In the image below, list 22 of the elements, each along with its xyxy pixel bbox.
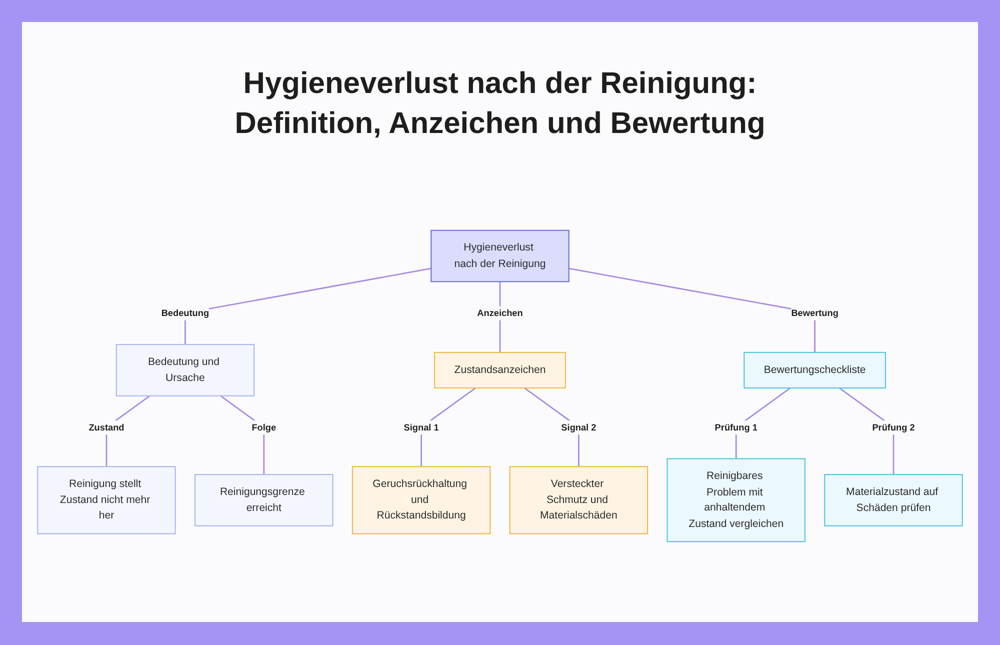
node-box: Bedeutung und Ursache <box>116 344 255 396</box>
edge-label: Bedeutung <box>161 308 210 318</box>
node-box: Versteckter Schmutz und Materialschäden <box>509 466 648 534</box>
node-box: Hygieneverlust nach der Reinigung <box>430 230 570 282</box>
node-box: Bewertungscheckliste <box>744 352 886 388</box>
diagram-title: Hygieneverlust nach der Reinigung: Definition, Anzeichen und Bewertung <box>234 66 766 142</box>
edge-label: Zustand <box>88 422 124 432</box>
edge-label: Folge <box>252 422 276 432</box>
edge-label: Prüfung 2 <box>872 422 915 432</box>
node-box: Geruchsrückhaltung und Rückstandsbildung <box>352 466 491 534</box>
node-box: Reinigungsgrenze erreicht <box>194 474 334 526</box>
connector <box>184 268 432 345</box>
node-box: Reinigbares Problem mit anhaltendem Zustand vergleichen <box>666 458 806 542</box>
node-box: Materialzustand auf Schäden prüfen <box>824 474 963 526</box>
edge-label: Prüfung 1 <box>714 422 758 432</box>
connector <box>568 268 816 352</box>
edge-label: Anzeichen <box>477 308 523 318</box>
edge-label: Signal 2 <box>561 422 596 432</box>
node-box: Zustandsanzeichen <box>434 352 566 388</box>
edge-label: Bewertung <box>791 308 838 318</box>
node-box: Reinigung stellt Zustand nicht mehr her <box>37 466 176 534</box>
edge-label: Signal 1 <box>404 422 439 432</box>
